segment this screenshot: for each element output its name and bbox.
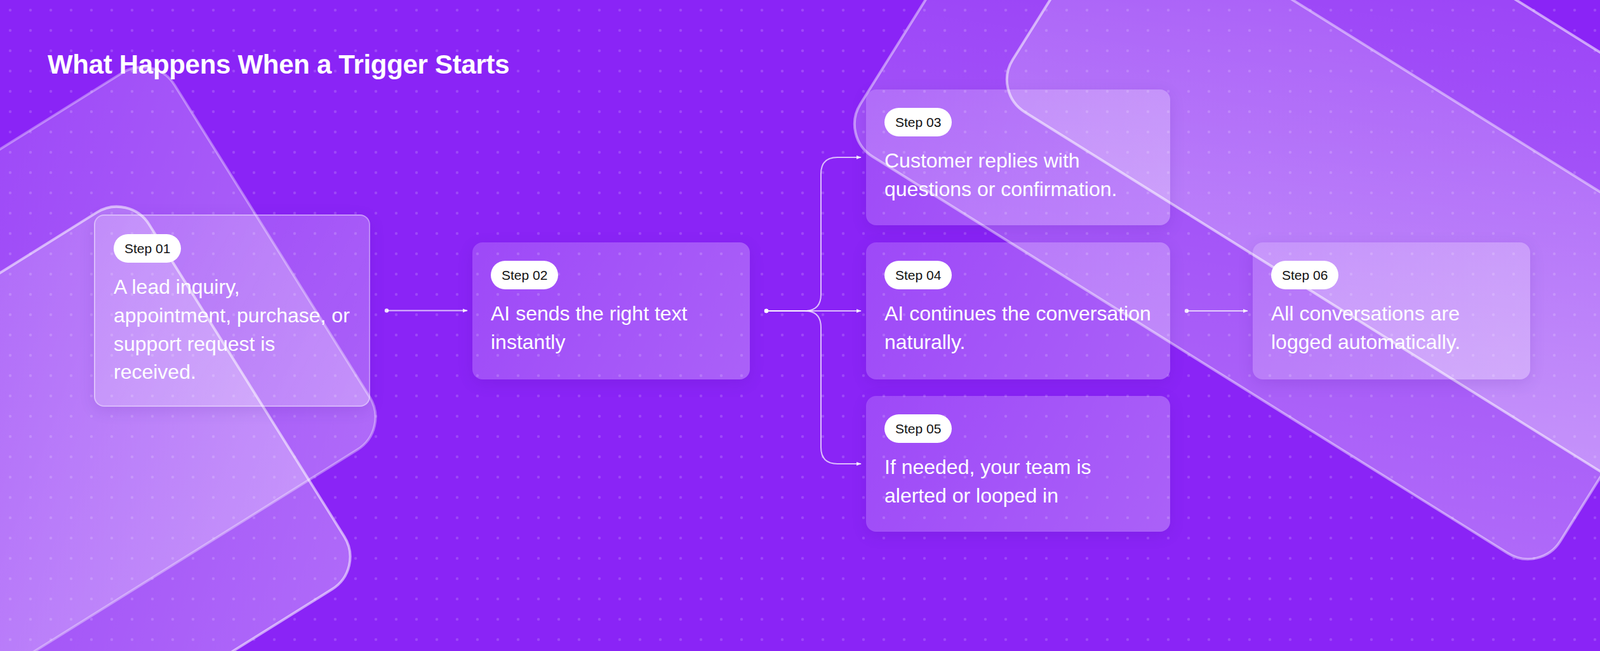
step-text: If needed, your team is alerted or loope… [884,453,1152,511]
flow-connector [766,157,861,312]
step-box: Step 05 If needed, your team is alerted o… [866,396,1171,533]
step-box: Step 04 AI continues the conversation nat… [866,242,1171,380]
step-box: Step 01 A lead inquiry, appointment, purc… [93,214,371,407]
step-badge: Step 04 [884,260,952,290]
step-text: AI sends the right text instantly [490,299,732,357]
step-badge: Step 03 [884,107,952,137]
step-badge: Step 05 [884,414,952,444]
step-text: All conversations are logged automatical… [1271,299,1512,357]
step-text: Customer replies with questions or confi… [884,146,1152,204]
step-text: A lead inquiry, appointment, purchase, o… [113,273,351,387]
flow-connector [1186,310,1248,312]
step-text: AI continues the conversation naturally. [884,299,1152,357]
step-box: Step 03 Customer replies with questions o… [866,89,1171,226]
diagram-title: What Happens When a Trigger Starts [47,49,510,80]
step-badge: Step 06 [1271,260,1339,290]
step-box: Step 06 All conversations are logged auto… [1252,242,1531,380]
flow-connector [386,310,468,312]
step-box: Step 02 AI sends the right text instantly [472,242,750,380]
step-badge: Step 01 [113,234,181,263]
flow-connector [766,311,861,465]
step-badge: Step 02 [490,260,559,290]
